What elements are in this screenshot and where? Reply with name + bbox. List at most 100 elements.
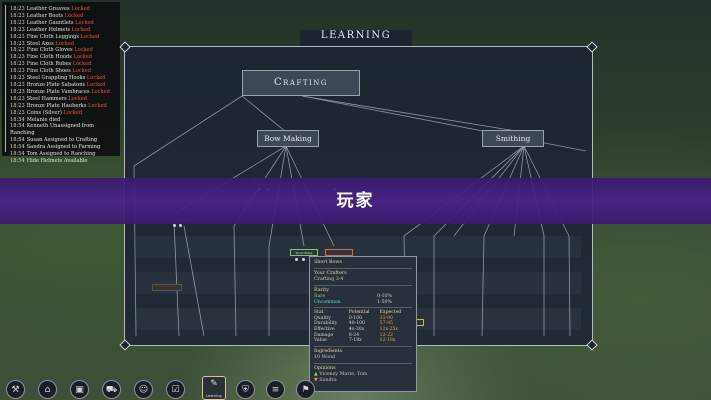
log-text: Coins (Silver) (26, 109, 64, 116)
log-text: Fine Cloth Gloves (26, 47, 75, 54)
opinion-names: Sandra (319, 377, 337, 383)
log-text: Fine Cloth Hoods (26, 54, 74, 61)
log-text: Susan Assigned to Crafting (26, 137, 98, 144)
learning-tab-button[interactable]: ✎ Learning (202, 376, 226, 400)
log-status: Locked (80, 33, 100, 40)
log-status: Locked (68, 95, 87, 102)
crafter-dot (179, 224, 182, 227)
opinions-label: Opinions (314, 365, 336, 371)
log-status: Locked (74, 47, 93, 54)
log-text: Sandra Assigned to Farming (26, 144, 101, 151)
stats-row: Durability 40-100 57-95 (314, 321, 412, 327)
stat-value: 40-100 (348, 321, 365, 327)
rarity-table: Rare 0-10% Uncommon 1-50% (314, 294, 412, 305)
tree-node-smithing[interactable]: Smithing (482, 130, 544, 147)
map-icon[interactable]: ⚑ (296, 380, 315, 399)
log-text: Melanie died (26, 116, 61, 123)
stats-header: Expected (379, 310, 402, 316)
tree-leaf-node[interactable] (152, 284, 182, 291)
tree-node-short-bows[interactable]: Short Bows (290, 249, 318, 256)
ingredients-value: 10 Wood (314, 354, 336, 360)
opinion-names: Vicenzy Marie, Tom (319, 371, 368, 377)
log-text: Fine Cloth Robes (26, 61, 73, 68)
stat-value: 8-24 (348, 332, 360, 338)
tooltip-separator (314, 307, 412, 309)
stat-name: Effective (314, 326, 335, 332)
stat-value: 12x-25x (379, 326, 399, 332)
checklist-icon[interactable]: ☑ (166, 380, 185, 399)
bottom-toolbar: ⚒ ⌂ ▣ ⛟ ☺ ☑ ✎ Learning ⛨ ≡ ⚑ (0, 374, 315, 400)
crafters-label: Your Crafters (314, 271, 347, 276)
log-text: Kenneth Unassigned from Ranching (10, 123, 95, 137)
log-status: Locked (88, 102, 107, 109)
item-tooltip: Short Bows Your Crafters Crafting 3-4 Ra… (309, 256, 417, 392)
log-time: 18:23 (10, 47, 25, 54)
rarity-name: Rare (314, 294, 326, 299)
stats-row: Quality 0-100 33-90 (314, 316, 412, 322)
rarity-name: Uncommon (314, 299, 341, 305)
dislike-icon: ▼ (314, 377, 318, 383)
hammer-icon[interactable]: ⚒ (6, 380, 25, 399)
log-status: Locked (55, 40, 74, 47)
like-icon: ▲ (314, 371, 318, 377)
stat-value: 0-100 (348, 315, 363, 321)
tooltip-separator (314, 285, 412, 286)
log-time: 18:23 (10, 54, 25, 61)
log-status: Locked (86, 81, 106, 88)
stat-name: Quality (314, 315, 331, 321)
log-time: 18:23 (10, 88, 25, 95)
stat-value: 33-90 (379, 315, 393, 321)
cart-icon[interactable]: ⛟ (102, 380, 121, 399)
people-icon[interactable]: ☺ (134, 380, 153, 399)
opinion-entry: ▲ Vicenzy Marie, Tom (314, 372, 412, 378)
stat-name: Durability (314, 321, 338, 327)
tooltip-separator (314, 362, 412, 364)
scroll-icon[interactable]: ≡ (266, 380, 285, 399)
shield-icon[interactable]: ⛨ (236, 380, 255, 399)
tree-leaf-node[interactable] (325, 249, 353, 256)
log-time: 18:23 (10, 61, 25, 68)
rarity-value: 1-50% (377, 299, 392, 305)
panel-title: Learning (300, 30, 412, 46)
storage-icon[interactable]: ▣ (70, 380, 89, 399)
log-text: Bronze Plate Vambraces (26, 88, 92, 95)
log-status: Locked (75, 19, 94, 26)
stat-value: 7-18x (348, 338, 362, 344)
house-icon[interactable]: ⌂ (38, 380, 57, 399)
log-time: 18:23 (10, 6, 25, 12)
stat-value: 57-95 (379, 321, 393, 327)
log-time: 18:54 (10, 116, 25, 123)
rarity-label: Rarity (314, 288, 330, 293)
stats-header: Potential (348, 310, 370, 316)
crafters-value: Crafting 3-4 (314, 277, 344, 282)
log-time: 18:23 (10, 19, 25, 26)
log-text: Leather Gauntlets (26, 19, 76, 26)
learning-tab-label: Learning (206, 394, 222, 398)
log-time: 18:23 (10, 12, 25, 19)
ingredients-label: Ingredients (314, 348, 343, 354)
book-icon: ✎ (210, 379, 218, 389)
log-status: Locked (63, 109, 83, 116)
log-text: Leather Boots (26, 12, 65, 19)
tree-node-bow-making[interactable]: Bow Making (257, 130, 319, 147)
log-text: Leather Helmets (26, 26, 72, 33)
tooltip-title: Short Bows (314, 260, 342, 265)
tree-node-crafting[interactable]: Crafting (242, 70, 360, 96)
